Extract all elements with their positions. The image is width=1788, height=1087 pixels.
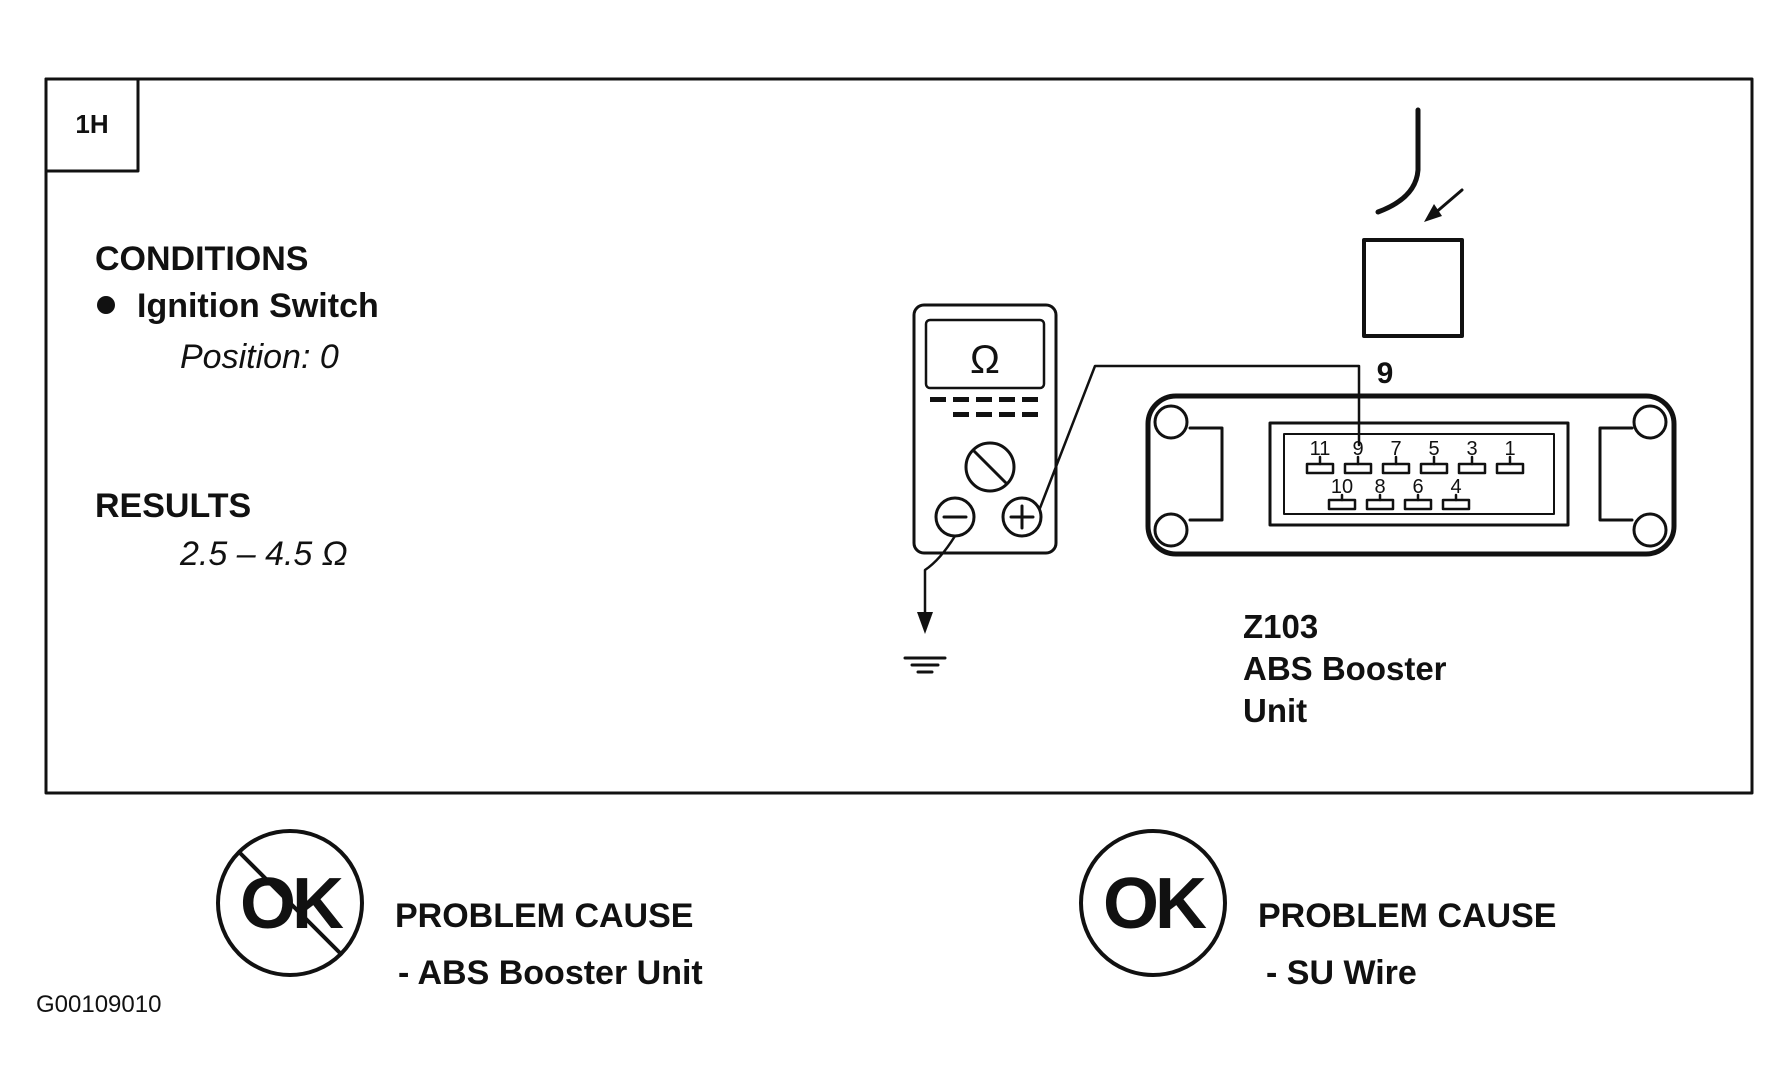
dial-pointer (972, 449, 1008, 485)
arrow-head-icon (1424, 204, 1442, 222)
conditions-bullet-text: Ignition Switch (137, 287, 379, 325)
insert-arrow (1432, 188, 1464, 216)
pin-4-label: 4 (1450, 476, 1461, 498)
plus-jack (1001, 496, 1043, 538)
pin-7-label: 7 (1390, 438, 1401, 460)
ok-outcome: OK PROBLEM CAUSE - SU Wire (1079, 829, 1556, 992)
mount-hole-tr (1632, 404, 1668, 440)
pin-5-label: 5 (1428, 438, 1439, 460)
not-ok-outcome: OK PROBLEM CAUSE - ABS Booster Unit (216, 829, 703, 992)
ground-symbol-icon (903, 656, 947, 674)
harness-plug (1362, 238, 1464, 338)
component-name-line2: Unit (1243, 692, 1307, 729)
step-label: 1H (75, 109, 108, 139)
pin-1-label: 1 (1504, 438, 1515, 460)
component-name-line1: ABS Booster (1243, 650, 1447, 687)
not-ok-badge: OK (240, 864, 344, 944)
conditions-heading: CONDITIONS (95, 240, 308, 278)
pin-9-label: 9 (1352, 438, 1363, 460)
abs-connector: 11 9 7 5 3 1 10 8 6 4 (1145, 393, 1677, 557)
meter-body (912, 303, 1058, 555)
component-code: Z103 (1243, 608, 1318, 645)
diagram-frame (44, 77, 1754, 795)
ohmmeter: Ω (912, 303, 1058, 555)
not-ok-detail: - ABS Booster Unit (398, 954, 703, 992)
pin-cavity-outer (1268, 421, 1570, 527)
conditions-detail: Position: 0 (180, 338, 339, 376)
ok-detail: - SU Wire (1266, 954, 1417, 992)
connector-housing (1145, 393, 1677, 557)
ohm-symbol: Ω (970, 338, 1000, 382)
pin-8-label: 8 (1374, 476, 1385, 498)
pin-cavity-inner (1283, 433, 1555, 515)
left-bracket (1188, 426, 1224, 522)
meter-keypad (930, 397, 1038, 417)
figure-id: G00109010 (36, 991, 161, 1018)
results-value: 2.5 – 4.5 Ω (179, 535, 348, 573)
step-box (44, 77, 140, 173)
harness-wire (1375, 107, 1421, 215)
not-ok-heading: PROBLEM CAUSE (395, 897, 693, 935)
ok-circle (1079, 829, 1227, 977)
positive-lead (1038, 364, 1361, 510)
ok-heading: PROBLEM CAUSE (1258, 897, 1556, 935)
ground-arrow-icon (917, 612, 933, 634)
mount-hole-bl (1153, 512, 1189, 548)
pin-3-label: 3 (1466, 438, 1477, 460)
pin-10-label: 10 (1331, 476, 1353, 498)
pin-11-label: 11 (1310, 438, 1331, 460)
bullet-dot (97, 296, 115, 314)
strike-line (238, 851, 342, 955)
meter-screen (924, 318, 1046, 390)
meter-selector-dial (964, 441, 1016, 493)
pin-6-label: 6 (1412, 476, 1423, 498)
bottom-pin-row (1327, 493, 1471, 511)
top-pin-row (1305, 455, 1525, 475)
right-bracket (1598, 426, 1634, 522)
ground-lead (923, 534, 957, 626)
results-heading: RESULTS (95, 487, 251, 525)
mount-hole-tl (1153, 404, 1189, 440)
mount-hole-br (1632, 512, 1668, 548)
terminal-9-label: 9 (1377, 357, 1394, 390)
ok-badge: OK (1103, 864, 1207, 944)
not-ok-circle (216, 829, 364, 977)
